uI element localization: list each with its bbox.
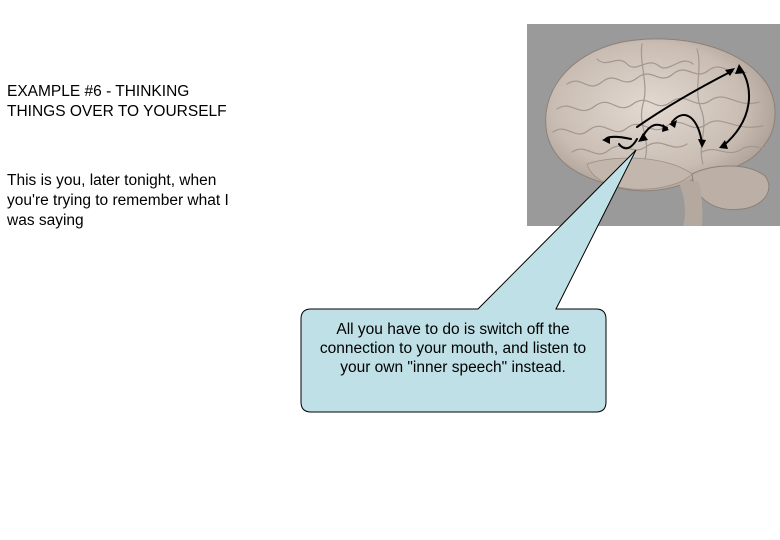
slide-title: EXAMPLE #6 - THINKING THINGS OVER TO YOU… [7,83,227,120]
brain-image [527,24,780,226]
callout-text: All you have to do is switch off the con… [319,321,587,376]
brain-illustration [545,38,776,226]
slide-body-text: This is you, later tonight, when you're … [7,172,229,229]
arrow-overlay [604,68,751,150]
